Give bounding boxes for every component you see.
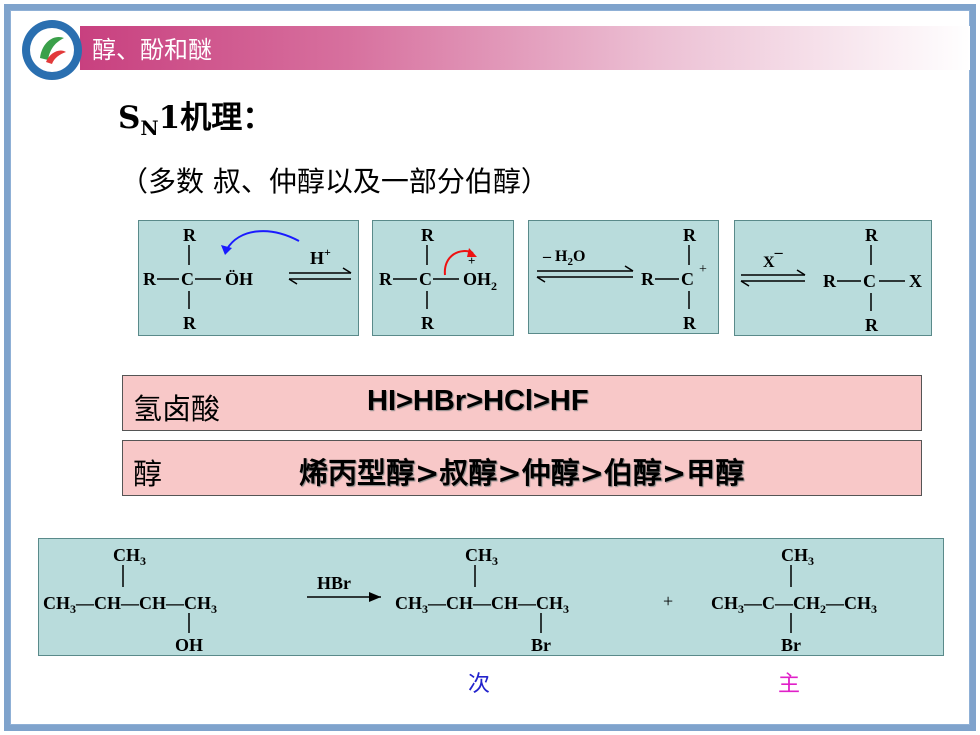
acid-reactivity-row: 氢卤酸 HI>HBr>HCl>HF [122,375,922,431]
product2-ch3-top: CH3 [781,545,814,568]
example-reaction-structures: CH3 CH3—CH—CH—CH3 OH HBr CH3 CH3—CH—CH—C… [43,545,877,655]
step4-carbon: C [863,271,876,291]
mechanism-step-1: R R C ÖH R H+ [138,220,359,336]
step3-r-top: R [683,225,697,245]
product2-chain: CH3—C—CH2—CH3 [711,593,877,616]
product1-ch3-top: CH3 [465,545,498,568]
example-reaction: CH3 CH3—CH—CH—CH3 OH HBr CH3 CH3—CH—CH—C… [38,538,944,656]
reactant-ch3-top: CH3 [113,545,146,568]
step3-plus: + [699,262,707,277]
slide-title: 醇、酚和醚 [92,36,212,64]
step1-reagent: H+ [310,245,331,268]
product1-br: Br [531,635,551,655]
step3-r-left: R [641,269,655,289]
acid-label: 氢卤酸 [133,392,221,426]
university-logo-icon [22,20,82,80]
step3-r-bottom: R [683,313,697,333]
step4-reagent: X– [763,244,784,271]
title-bar [80,26,970,70]
step2-carbon: C [419,269,432,289]
step-4-structure: X– R R C X R [740,225,922,335]
product2-br: Br [781,635,801,655]
reagent-hbr: HBr [317,573,351,593]
step1-r-top: R [183,225,197,245]
acid-order: HI>HBr>HCl>HF [367,385,589,417]
mechanism-heading: SN1机理： [118,100,274,141]
step2-plus: + [468,253,475,268]
major-product-label: 主 [778,672,801,697]
step2-r-top: R [421,225,435,245]
step2-r-left: R [379,269,393,289]
mechanism-subtitle: （多数 叔、仲醇以及一部分伯醇） [120,165,549,198]
step3-reagent: – H2O [542,248,585,268]
step-2-structure: R R C OH2 + R [379,225,497,333]
slide-frame [4,4,976,731]
mechanism-step-4: X– R R C X R [734,220,932,336]
alcohol-label: 醇 [133,457,163,491]
reaction-plus: + [663,591,673,611]
step4-r-left: R [823,271,837,291]
reactant-chain: CH3—CH—CH—CH3 [43,593,217,616]
step1-carbon: C [181,269,194,289]
alcohol-reactivity-row: 醇 烯丙型醇>叔醇>仲醇>伯醇>甲醇 [122,440,922,496]
alcohol-order: 烯丙型醇>叔醇>仲醇>伯醇>甲醇 [299,456,745,490]
step2-r-bottom: R [421,313,435,333]
minor-product-label: 次 [468,672,491,697]
step4-r-bottom: R [865,315,879,335]
reactant-oh: OH [175,635,203,655]
step4-halide: X [909,271,922,291]
step1-hydroxyl: ÖH [225,269,253,289]
step-1-structure: R R C ÖH R H+ [143,225,352,333]
step4-r-top: R [865,225,879,245]
product1-chain: CH3—CH—CH—CH3 [395,593,569,616]
step1-r-left: R [143,269,157,289]
step-3-structure: – H2O R R C + R [536,225,707,333]
step2-oxonium: OH2 [463,269,497,293]
mechanism-step-3: – H2O R R C + R [528,220,719,334]
slide-inner-frame [10,10,970,725]
mechanism-step-2: R R C OH2 + R [372,220,514,336]
step1-r-bottom: R [183,313,197,333]
step3-carbocation: C [681,269,694,289]
